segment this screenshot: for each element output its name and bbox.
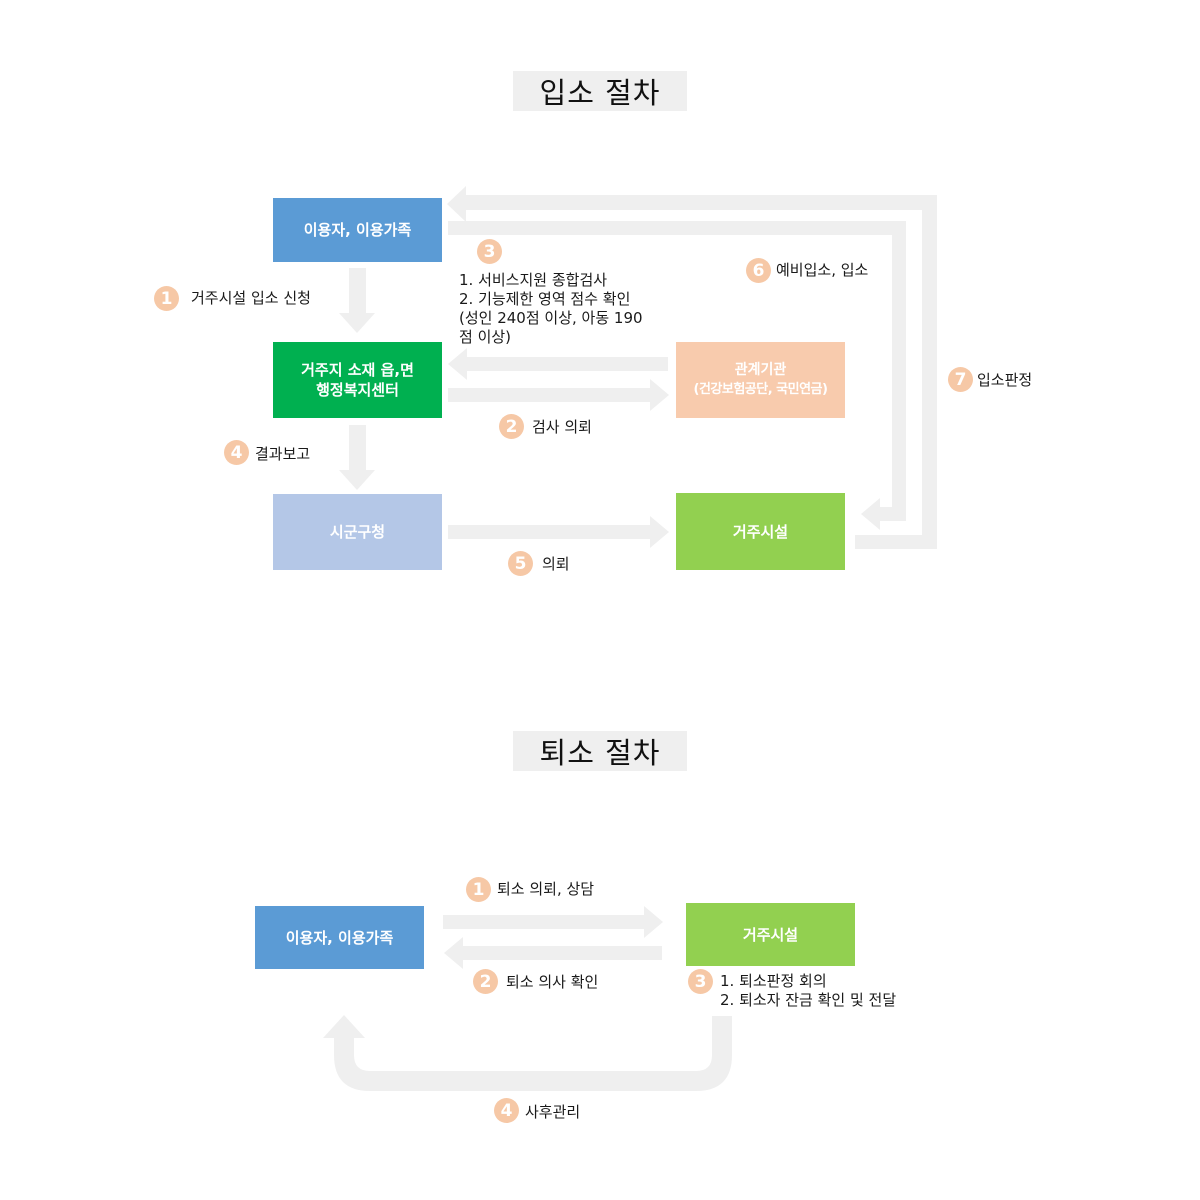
admission-agency-label-2: (건강보험공단, 국민연금) xyxy=(693,382,828,397)
admission-facility-label: 거주시설 xyxy=(732,522,789,541)
arrow-discharge-step1 xyxy=(443,906,663,938)
admission-user-label: 이용자, 이용가족 xyxy=(303,221,412,239)
admission-step1-label: 거주시설 입소 신청 xyxy=(191,289,311,307)
discharge-step2-badge: 2 xyxy=(473,969,498,994)
admission-step1-badge: 1 xyxy=(154,286,179,311)
discharge-step4-label: 사후관리 xyxy=(525,1103,581,1121)
admission-step7-number: 7 xyxy=(954,369,967,390)
arrow-step4 xyxy=(339,425,375,490)
admission-step6-label: 예비입소, 입소 xyxy=(776,261,869,279)
discharge-step3-number: 3 xyxy=(694,971,707,992)
discharge-facility-box: 거주시설 xyxy=(686,903,855,966)
admission-step5-badge: 5 xyxy=(508,551,533,576)
admission-step5-number: 5 xyxy=(514,553,527,574)
discharge-title-text: 퇴소 절차 xyxy=(539,736,661,770)
discharge-step4-badge: 4 xyxy=(494,1098,519,1123)
admission-step1-number: 1 xyxy=(160,288,173,309)
discharge-step1-number: 1 xyxy=(472,879,485,900)
admission-step3-line3: (성인 240점 이상, 아동 190 xyxy=(459,309,643,327)
admission-step3-number: 3 xyxy=(483,241,496,262)
admission-agency-box: 관계기관 (건강보험공단, 국민연금) xyxy=(676,342,845,418)
admission-step4-number: 4 xyxy=(230,442,243,463)
discharge-step2-number: 2 xyxy=(479,971,492,992)
discharge-user-box: 이용자, 이용가족 xyxy=(255,906,424,969)
admission-office-label-1: 거주지 소재 읍,면 xyxy=(301,361,414,379)
arrow-step3 xyxy=(448,348,668,380)
discharge-step1-badge: 1 xyxy=(466,877,491,902)
discharge-user-label: 이용자, 이용가족 xyxy=(285,928,394,947)
admission-step3-line1: 1. 서비스지원 종합검사 xyxy=(459,271,608,289)
admission-step5-label: 의뢰 xyxy=(542,555,570,573)
discharge-step1-label: 퇴소 의뢰, 상담 xyxy=(497,880,595,898)
arrow-discharge-step4 xyxy=(323,1015,732,1091)
admission-step3-badge: 3 xyxy=(477,239,502,264)
discharge-step3-line1: 1. 퇴소판정 회의 xyxy=(720,972,827,990)
admission-step4-label: 결과보고 xyxy=(255,445,311,463)
admission-agency-label-1: 관계기관 xyxy=(734,362,787,378)
admission-step3-line2: 2. 기능제한 영역 점수 확인 xyxy=(459,290,631,308)
admission-cityhall-label: 시군구청 xyxy=(329,523,386,541)
arrow-step2 xyxy=(448,379,669,411)
admission-office-label-2: 행정복지센터 xyxy=(316,381,399,399)
admission-title: 입소 절차 xyxy=(513,71,687,111)
admission-step6-badge: 6 xyxy=(746,258,771,283)
discharge-step4-number: 4 xyxy=(500,1100,513,1121)
arrow-discharge-step2 xyxy=(444,937,662,969)
admission-step7-badge: 7 xyxy=(948,367,973,392)
admission-facility-box: 거주시설 xyxy=(676,493,845,570)
admission-step2-label: 검사 의뢰 xyxy=(532,418,592,436)
admission-step4-badge: 4 xyxy=(224,440,249,465)
admission-step2-badge: 2 xyxy=(499,414,524,439)
arrow-step5 xyxy=(448,516,669,548)
arrow-step1 xyxy=(339,268,375,333)
admission-office-box: 거주지 소재 읍,면 행정복지센터 xyxy=(273,342,442,418)
admission-cityhall-box: 시군구청 xyxy=(273,494,442,570)
discharge-title: 퇴소 절차 xyxy=(513,731,687,771)
discharge-step3-line2: 2. 퇴소자 잔금 확인 및 전달 xyxy=(720,991,897,1009)
admission-step3-line4: 점 이상) xyxy=(459,328,512,346)
admission-step6-number: 6 xyxy=(752,260,765,281)
discharge-facility-label: 거주시설 xyxy=(742,925,799,944)
discharge-step2-label: 퇴소 의사 확인 xyxy=(506,973,599,991)
admission-step7-label: 입소판정 xyxy=(977,371,1033,389)
discharge-step3-label: 1. 퇴소판정 회의 2. 퇴소자 잔금 확인 및 전달 xyxy=(720,972,896,1010)
admission-title-text: 입소 절차 xyxy=(539,76,661,110)
admission-user-box: 이용자, 이용가족 xyxy=(273,198,442,262)
admission-step2-number: 2 xyxy=(505,416,518,437)
discharge-step3-badge: 3 xyxy=(688,969,713,994)
admission-step3-label: 1. 서비스지원 종합검사 2. 기능제한 영역 점수 확인 (성인 240점 … xyxy=(459,271,643,347)
